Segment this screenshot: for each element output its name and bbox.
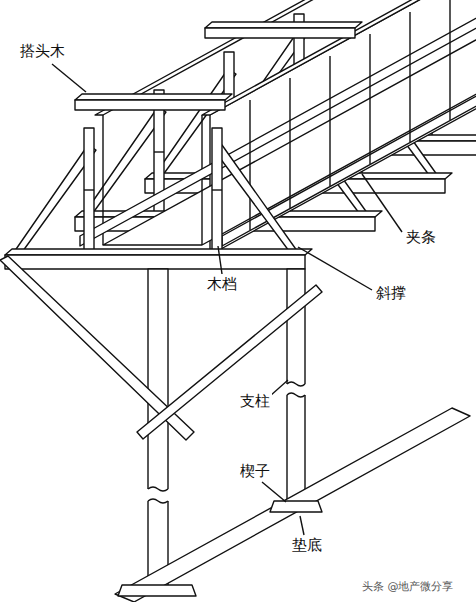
part-label: 木档 [205, 275, 239, 293]
part-label: 支柱 [238, 392, 272, 410]
part-label: 楔子 [238, 462, 272, 480]
watermark: 头条 @地产微分享 [360, 580, 456, 593]
part-label: 垫底 [290, 536, 324, 554]
part-label: 斜撑 [374, 284, 408, 302]
part-label: 搭头木 [18, 42, 67, 60]
part-label: 夹条 [404, 228, 438, 246]
